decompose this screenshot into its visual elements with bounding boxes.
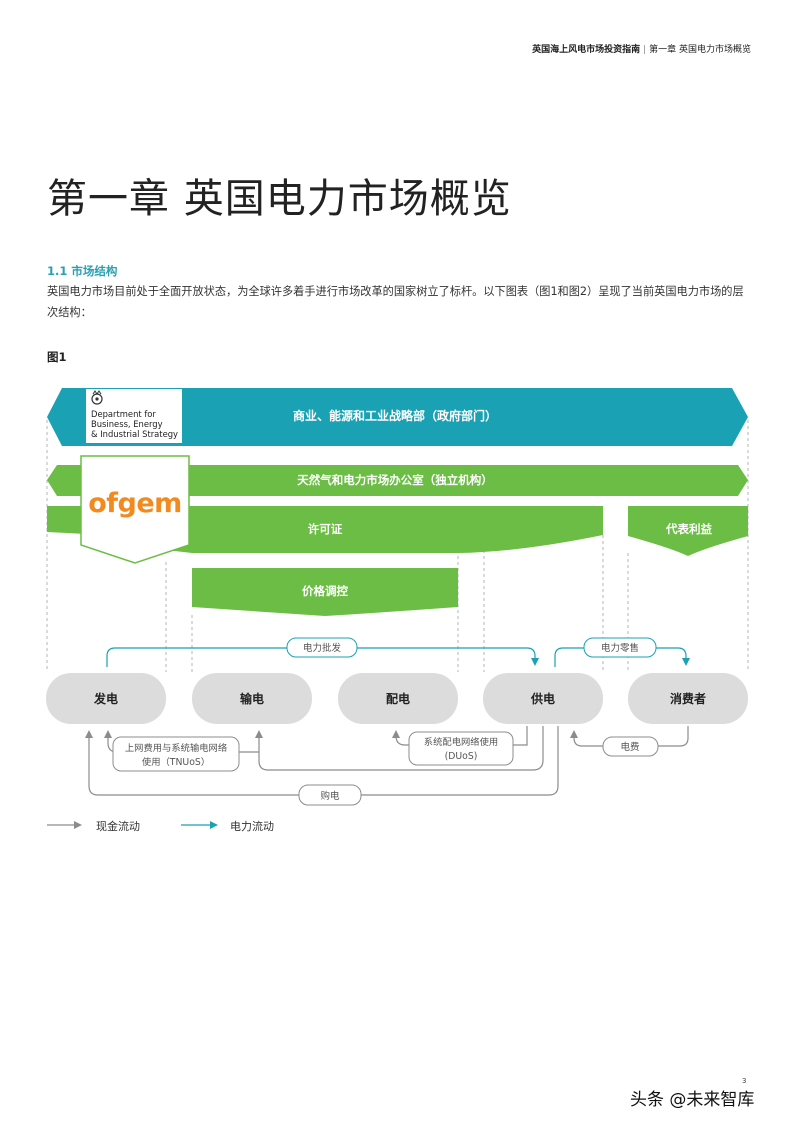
guide-title: 英国海上风电市场投资指南 (532, 45, 641, 55)
legend-power-label: 电力流动 (230, 819, 274, 833)
wholesale-label: 电力批发 (303, 642, 342, 654)
legend-cash-label: 现金流动 (96, 819, 140, 833)
retail-label-box (583, 637, 657, 658)
watermark: 头条 @未来智库 (630, 1090, 755, 1110)
representation-band-label: 代表利益 (665, 522, 712, 536)
price-control-band-label: 价格调控 (302, 584, 348, 598)
fee-label: 电费 (620, 741, 639, 753)
node-consumer: 消费者 (628, 673, 748, 724)
purchase-label-box (298, 784, 362, 806)
license-band-label: 许可证 (308, 522, 343, 536)
retail-label: 电力零售 (601, 642, 639, 654)
market-structure-diagram: 商业、能源和工业战略部（政府部门） Department for Busines… (46, 388, 749, 833)
running-header: 英国海上风电市场投资指南|第一章 英国电力市场概览 (532, 42, 751, 55)
tnuos-flow-arrow (255, 726, 544, 771)
duos-label-box (408, 731, 514, 766)
header-separator: | (643, 45, 647, 55)
beis-band (47, 388, 748, 446)
ofgem-logo-shield (80, 455, 190, 564)
node-distribution-label: 配电 (386, 691, 410, 706)
representation-band (628, 506, 748, 556)
beis-logo-line2: Business, Energy (91, 419, 163, 429)
chapter-ref: 第一章 英国电力市场概览 (649, 45, 751, 55)
crest-icon (91, 390, 103, 405)
section-title: 1.1 市场结构 (47, 264, 118, 278)
node-generation-label: 发电 (93, 691, 118, 706)
ofgem-logo-text: ofgem (88, 488, 182, 519)
section-paragraph: 英国电力市场目前处于全面开放状态，为全球许多着手进行市场改革的国家树立了标杆。以… (47, 285, 744, 319)
tnuos-label-line1: 上网费用与系统输电网络 (125, 742, 227, 754)
node-generation: 发电 (46, 673, 166, 724)
purchase-label: 购电 (320, 790, 340, 802)
tnuos-label-box (112, 736, 240, 772)
tnuos-label-line2: 使用（TNUoS） (142, 756, 210, 768)
wholesale-label-box (286, 637, 358, 658)
page-number: 3 (742, 1077, 747, 1085)
node-transmission-label: 输电 (240, 691, 264, 706)
node-transmission: 输电 (192, 673, 312, 724)
ofgem-band (47, 465, 748, 496)
duos-flow-arrow (392, 726, 528, 746)
beis-logo-line3: & Industrial Strategy (91, 429, 178, 439)
node-distribution: 配电 (338, 673, 458, 724)
chapter-title: 第一章 英国电力市场概览 (47, 176, 512, 222)
figure-label: 图1 (47, 350, 67, 364)
node-consumer-label: 消费者 (670, 691, 706, 706)
beis-band-label: 商业、能源和工业战略部（政府部门） (293, 408, 497, 423)
fee-label-box (602, 736, 659, 757)
price-control-band (192, 568, 458, 616)
duos-label-line2: (DUoS) (445, 751, 478, 762)
node-supply-label: 供电 (530, 691, 555, 706)
duos-label-line1: 系统配电网络使用 (424, 736, 498, 748)
node-supply: 供电 (483, 673, 603, 724)
beis-logo-line1: Department for (91, 409, 156, 419)
ofgem-band-label: 天然气和电力市场办公室（独立机构） (297, 473, 493, 487)
